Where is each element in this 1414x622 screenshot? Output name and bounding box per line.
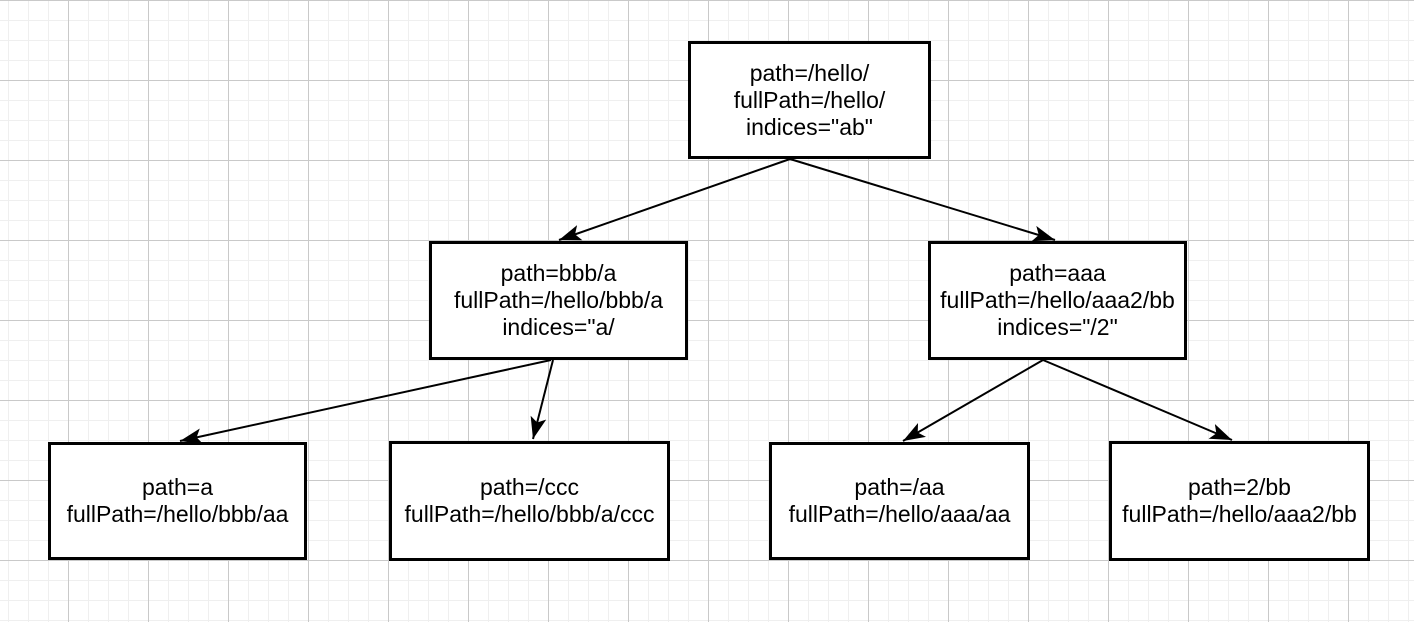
node-ccc-path: path=/ccc [479,474,580,500]
node-2-bb-fullpath: fullPath=/hello/aaa2/bb [1122,501,1357,527]
edge-bbb-a-to-ccc[interactable] [530,359,554,440]
node-2-bb-path: path=2/bb [1188,474,1291,500]
node-aaa-path: path=aaa [1009,260,1106,286]
node-ccc[interactable]: path=/ccc fullPath=/hello/bbb/a/ccc [389,441,670,561]
node-root-indices: indices="ab" [746,113,873,140]
edge-aaa-to-2-bb[interactable] [1042,359,1233,441]
node-a-fullpath: fullPath=/hello/bbb/aa [66,501,289,527]
node-2-bb[interactable]: path=2/bb fullPath=/hello/aaa2/bb [1109,441,1370,561]
edge-bbb-a-to-a[interactable] [179,359,552,445]
node-bbb-a-fullpath: fullPath=/hello/bbb/a [453,287,664,313]
edge-aaa-to-aa[interactable] [902,359,1044,442]
node-aa-path: path=/aa [854,474,945,500]
node-bbb-a-path: path=bbb/a [500,260,617,286]
node-a[interactable]: path=a fullPath=/hello/bbb/aa [48,442,307,560]
node-root[interactable]: path=/hello/ fullPath=/hello/ indices="a… [688,41,931,159]
edge-root-to-aaa[interactable] [789,158,1056,242]
node-root-fullpath: fullPath=/hello/ [733,86,886,113]
node-aa[interactable]: path=/aa fullPath=/hello/aaa/aa [769,442,1030,560]
node-aaa-indices: indices="/2" [997,314,1118,340]
node-root-path: path=/hello/ [749,59,870,86]
node-aa-fullpath: fullPath=/hello/aaa/aa [788,501,1011,527]
node-a-path: path=a [142,474,213,500]
node-aaa-fullpath: fullPath=/hello/aaa2/bb [940,287,1175,313]
node-aaa[interactable]: path=aaa fullPath=/hello/aaa2/bb indices… [928,241,1187,360]
node-bbb-a-indices: indices="a/ [502,314,615,340]
node-ccc-fullpath: fullPath=/hello/bbb/a/ccc [404,501,655,527]
node-bbb-a[interactable]: path=bbb/a fullPath=/hello/bbb/a indices… [429,241,688,360]
edge-root-to-bbb-a[interactable] [558,158,791,241]
